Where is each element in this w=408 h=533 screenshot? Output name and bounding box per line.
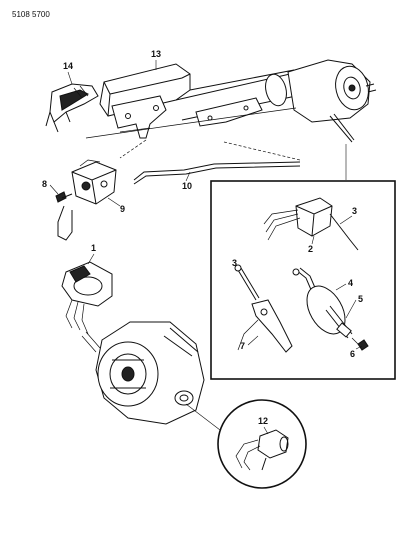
part-2-turn-signal-switch — [263, 197, 359, 251]
callout-13: 13 — [151, 49, 161, 59]
callout-12: 12 — [258, 416, 268, 426]
leader-12 — [263, 426, 269, 435]
part-4-5-6-shaft-assembly — [292, 267, 369, 351]
part-13-steering-column — [85, 59, 377, 143]
callout-2: 2 — [308, 244, 313, 254]
leader-6 — [355, 345, 363, 350]
callout-10: 10 — [182, 181, 192, 191]
callout-3a: 3 — [352, 206, 357, 216]
part-14-switch-bracket — [45, 83, 99, 133]
callout-5: 5 — [358, 294, 363, 304]
connector-dash-2 — [223, 141, 301, 161]
callout-9: 9 — [120, 204, 125, 214]
callout-1: 1 — [91, 243, 96, 253]
leader-4 — [335, 283, 347, 291]
part-10-actuator-rod — [133, 161, 301, 185]
leader-1 — [87, 253, 95, 265]
leader-14 — [67, 71, 73, 85]
callout-8: 8 — [42, 179, 47, 189]
lower-column-housing — [81, 321, 205, 425]
document-code: 5108 5700 — [12, 10, 50, 19]
part-9-ignition-switch — [71, 159, 117, 205]
callout-3b: 3 — [232, 258, 237, 268]
part-3-lever — [234, 264, 260, 301]
leader-8 — [49, 184, 59, 195]
leader-12-detail — [185, 403, 221, 431]
leader-10 — [185, 171, 191, 182]
connector-dash-1 — [119, 139, 147, 159]
part-8-screw — [55, 191, 73, 203]
leader-7 — [247, 335, 259, 346]
callout-4: 4 — [348, 278, 353, 288]
leader-9 — [107, 197, 121, 207]
leader-2 — [311, 235, 315, 245]
leader-5 — [345, 299, 357, 319]
callout-6: 6 — [350, 349, 355, 359]
wire-hook — [57, 205, 73, 241]
part-12-detail-circle — [217, 399, 307, 489]
leader-3a — [339, 215, 353, 225]
part-7-wiper-switch — [237, 299, 293, 353]
part-1-wiring-connector — [61, 261, 113, 335]
callout-14: 14 — [63, 61, 73, 71]
callout-7: 7 — [240, 341, 245, 351]
